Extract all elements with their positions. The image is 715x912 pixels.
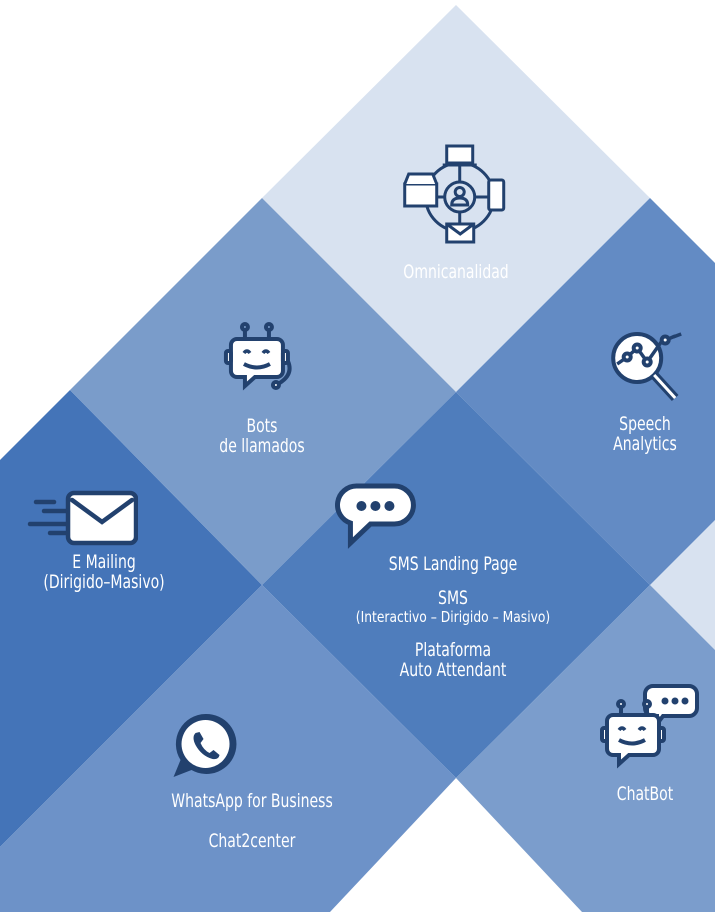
sms-landing-page-label: SMS Landing Page — [388, 553, 518, 575]
tile-emailing-line2: (Dirigido–Masivo) — [43, 571, 165, 593]
tile-emailing-line1: E Mailing — [72, 551, 136, 573]
tile-bots-line1: Bots — [246, 415, 278, 437]
whatsapp-label: WhatsApp for Business — [171, 790, 333, 812]
tile-chatbot[interactable]: ChatBot — [589, 682, 701, 804]
chat-bubble-icon — [335, 483, 416, 549]
tile-right-edge-shape — [650, 520, 715, 650]
tile-speech-line1: Speech — [619, 413, 671, 435]
tile-speech-analytics[interactable]: Speech Analytics — [606, 328, 684, 454]
tile-bots-line2: de llamados — [219, 435, 305, 457]
fast-mail-icon — [27, 490, 139, 546]
tile-sms[interactable]: SMS Landing Page SMS (Interactivo – Diri… — [334, 483, 571, 680]
chatbot-label: ChatBot — [616, 783, 674, 805]
chat2center-label: Chat2center — [208, 830, 296, 852]
sms-subtitle-label: (Interactivo – Dirigido – Masivo) — [355, 608, 551, 626]
whatsapp-icon — [173, 713, 237, 777]
robot-icon — [224, 322, 292, 391]
analytics-magnifier-icon — [611, 332, 682, 402]
tile-omnicanalidad[interactable]: Omnicanalidad — [392, 142, 521, 282]
platform-line1: Plataforma — [414, 639, 492, 661]
tile-bots[interactable]: Bots de llamados — [210, 321, 314, 456]
platform-line2: Auto Attendant — [399, 659, 507, 681]
tile-speech-shape — [456, 198, 715, 585]
tile-omnicanalidad-label: Omnicanalidad — [403, 261, 509, 283]
tile-chatbot-shape — [456, 585, 715, 912]
tile-whatsapp[interactable]: WhatsApp for Business Chat2center — [154, 711, 351, 851]
tile-speech-line2: Analytics — [613, 433, 677, 455]
omnichannel-icon — [403, 144, 506, 244]
tile-emailing[interactable]: E Mailing (Dirigido–Masivo) — [27, 490, 178, 593]
chatbot-icon — [600, 684, 699, 769]
tile-emailing-shape — [0, 390, 262, 847]
tile-bots-shape — [70, 198, 456, 585]
sms-title-label: SMS — [438, 587, 468, 609]
